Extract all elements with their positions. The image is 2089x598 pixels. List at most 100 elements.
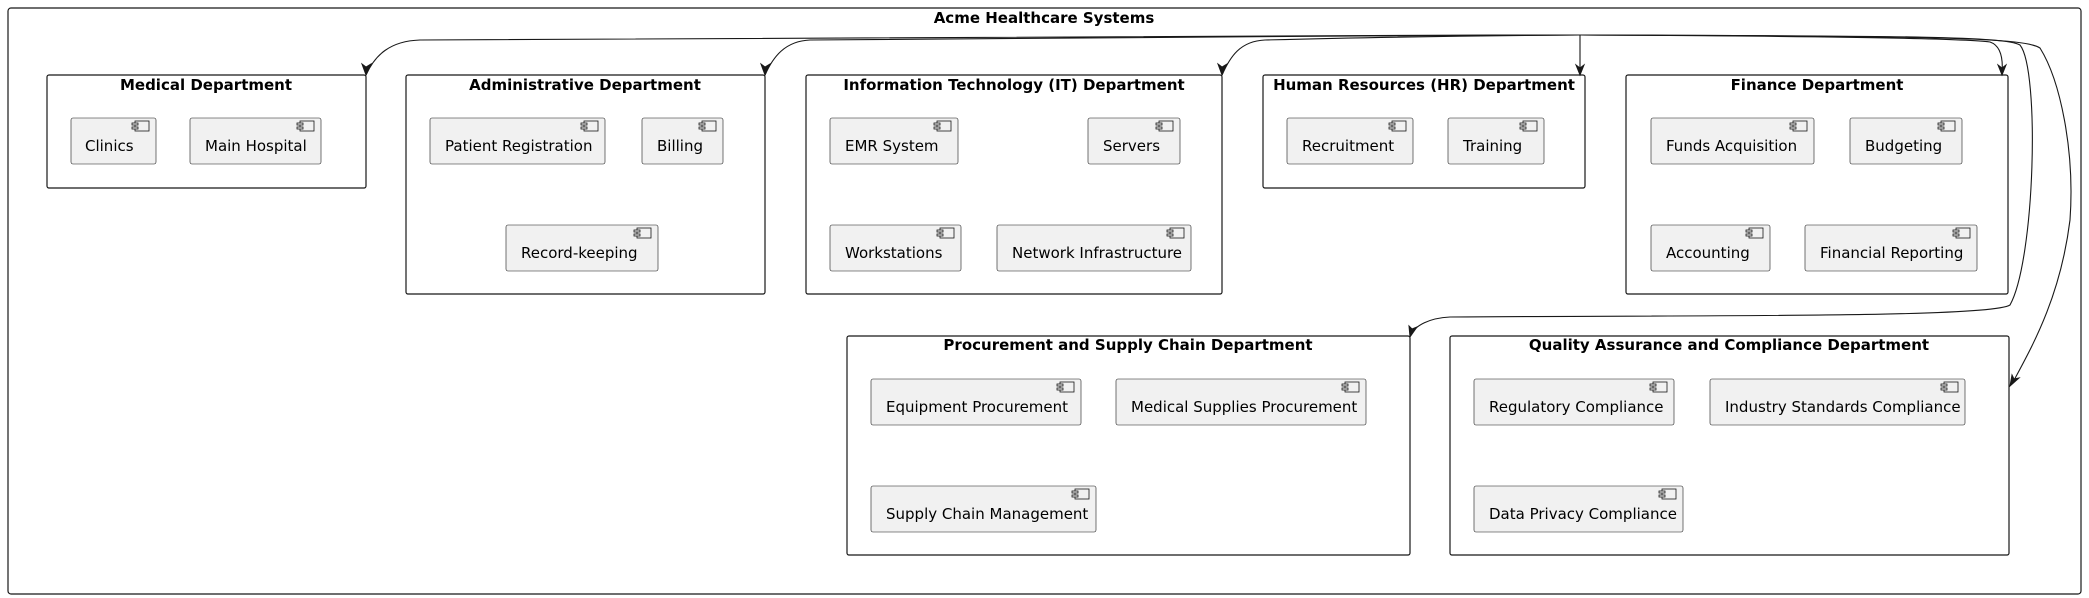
component-label: Main Hospital <box>205 137 307 155</box>
component-label: Financial Reporting <box>1820 244 1963 262</box>
arrow-head-icon <box>1574 63 1586 77</box>
edge-to-qa[interactable] <box>1579 34 2072 388</box>
component-accounting[interactable]: Accounting <box>1650 224 1771 272</box>
component-label: EMR System <box>845 137 939 155</box>
component-workstations[interactable]: Workstations <box>829 224 962 272</box>
arrow-head-icon <box>2009 373 2021 388</box>
component-icon <box>1952 227 1971 239</box>
component-box <box>429 117 606 165</box>
edge-to-admin[interactable] <box>759 34 1581 77</box>
component-icon <box>1937 120 1956 132</box>
component-box <box>1473 378 1675 426</box>
component-box <box>829 117 959 165</box>
component-network-infrastructure[interactable]: Network Infrastructure <box>996 224 1192 272</box>
edge-to-hr[interactable] <box>1574 35 1586 77</box>
component-box <box>870 378 1082 426</box>
component-box <box>1709 378 1966 426</box>
arrow-head-icon <box>1996 63 2008 77</box>
component-servers[interactable]: Servers <box>1087 117 1181 165</box>
department-title: Information Technology (IT) Department <box>843 76 1184 94</box>
component-icon <box>633 227 652 239</box>
component-box <box>996 224 1192 272</box>
component-icon <box>1056 381 1075 393</box>
component-box <box>505 224 659 272</box>
component-box <box>1447 117 1545 165</box>
department-title: Procurement and Supply Chain Department <box>943 336 1312 354</box>
department-title: Finance Department <box>1731 76 1904 94</box>
component-clinics[interactable]: Clinics <box>70 117 157 165</box>
component-icon <box>933 120 952 132</box>
department-title: Human Resources (HR) Department <box>1273 76 1575 94</box>
system-title: Acme Healthcare Systems <box>934 9 1155 27</box>
component-budgeting[interactable]: Budgeting <box>1849 117 1963 165</box>
department-title: Medical Department <box>120 76 292 94</box>
edge-line <box>1221 34 1581 76</box>
component-equipment-procurement[interactable]: Equipment Procurement <box>870 378 1082 426</box>
component-icon <box>1341 381 1360 393</box>
component-box <box>1087 117 1181 165</box>
department-title: Administrative Department <box>469 76 701 94</box>
component-icon <box>296 120 315 132</box>
component-emr-system[interactable]: EMR System <box>829 117 959 165</box>
component-training[interactable]: Training <box>1447 117 1545 165</box>
component-industry-standards-compliance[interactable]: Industry Standards Compliance <box>1709 378 1966 426</box>
component-patient-registration[interactable]: Patient Registration <box>429 117 606 165</box>
component-icon <box>1745 227 1764 239</box>
component-label: Data Privacy Compliance <box>1489 505 1677 523</box>
component-main-hospital[interactable]: Main Hospital <box>189 117 322 165</box>
component-box <box>1650 224 1771 272</box>
component-billing[interactable]: Billing <box>641 117 724 165</box>
component-data-privacy-compliance[interactable]: Data Privacy Compliance <box>1473 485 1684 533</box>
edge-line <box>1579 34 2072 385</box>
component-recruitment[interactable]: Recruitment <box>1286 117 1414 165</box>
component-icon <box>1658 488 1677 500</box>
component-record-keeping[interactable]: Record-keeping <box>505 224 659 272</box>
component-icon <box>580 120 599 132</box>
component-financial-reporting[interactable]: Financial Reporting <box>1804 224 1978 272</box>
component-label: Clinics <box>85 137 134 155</box>
component-box <box>829 224 962 272</box>
component-box <box>1849 117 1963 165</box>
edge-to-it[interactable] <box>1216 34 1581 77</box>
component-box <box>1650 117 1815 165</box>
component-label: Patient Registration <box>445 137 592 155</box>
component-regulatory-compliance[interactable]: Regulatory Compliance <box>1473 378 1675 426</box>
arrow-head-icon <box>360 62 373 77</box>
component-label: Billing <box>657 137 703 155</box>
component-label: Medical Supplies Procurement <box>1131 398 1357 416</box>
component-box <box>189 117 322 165</box>
component-funds-acquisition[interactable]: Funds Acquisition <box>1650 117 1815 165</box>
edge-line <box>764 34 1581 76</box>
component-label: Accounting <box>1666 244 1750 262</box>
department-title: Quality Assurance and Compliance Departm… <box>1529 336 1929 354</box>
arrow-head-icon <box>1408 324 1419 339</box>
component-label: Record-keeping <box>521 244 638 262</box>
component-supply-chain-management[interactable]: Supply Chain Management <box>870 485 1097 533</box>
component-label: Budgeting <box>1865 137 1942 155</box>
component-box <box>1286 117 1414 165</box>
component-label: Network Infrastructure <box>1012 244 1182 262</box>
component-label: Funds Acquisition <box>1666 137 1797 155</box>
component-icon <box>1155 120 1174 132</box>
arrow-head-icon <box>759 62 772 77</box>
component-icon <box>131 120 150 132</box>
component-label: Regulatory Compliance <box>1489 398 1664 416</box>
component-icon <box>1071 488 1090 500</box>
component-label: Equipment Procurement <box>886 398 1068 416</box>
component-label: Workstations <box>845 244 943 262</box>
component-label: Supply Chain Management <box>886 505 1088 523</box>
component-box <box>1115 378 1367 426</box>
component-icon <box>1519 120 1538 132</box>
component-box <box>1473 485 1684 533</box>
component-label: Training <box>1462 137 1522 155</box>
component-icon <box>698 120 717 132</box>
component-label: Recruitment <box>1302 137 1394 155</box>
component-label: Servers <box>1103 137 1160 155</box>
component-box <box>870 485 1097 533</box>
component-medical-supplies-procurement[interactable]: Medical Supplies Procurement <box>1115 378 1367 426</box>
component-icon <box>1388 120 1407 132</box>
component-icon <box>936 227 955 239</box>
component-label: Industry Standards Compliance <box>1725 398 1961 416</box>
component-icon <box>1649 381 1668 393</box>
